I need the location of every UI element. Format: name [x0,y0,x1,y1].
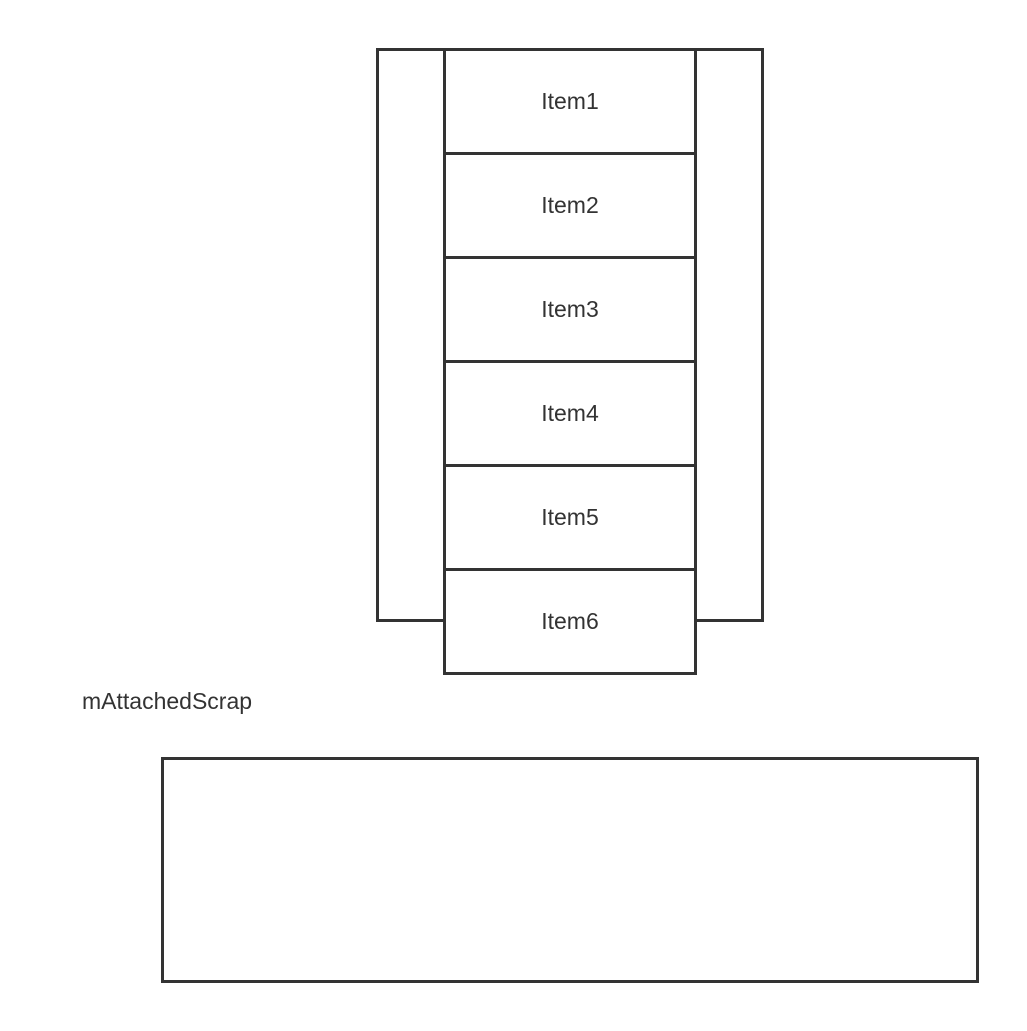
list-item-1: Item1 [443,48,697,155]
item-label: Item1 [541,88,599,114]
list-item-6: Item6 [443,568,697,675]
list-item-4: Item4 [443,360,697,467]
item-label: Item6 [541,608,599,634]
list-item-3: Item3 [443,256,697,363]
item-label: Item3 [541,296,599,322]
item-label: Item5 [541,504,599,530]
list-item-2: Item2 [443,152,697,259]
item-label: Item4 [541,400,599,426]
scrap-label: mAttachedScrap [82,688,253,714]
item-label: Item2 [541,192,599,218]
attached-scrap-box [161,757,979,983]
list-item-5: Item5 [443,464,697,571]
